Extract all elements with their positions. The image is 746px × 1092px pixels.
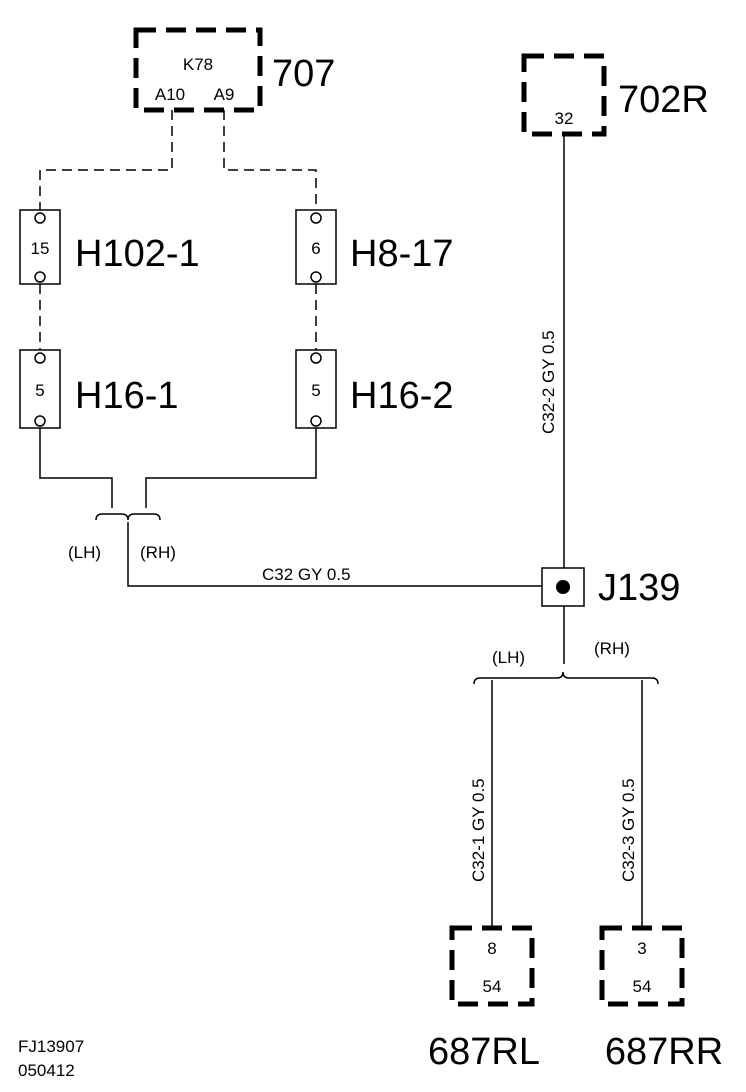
connector-h16-1-pin: 5 — [35, 381, 44, 400]
wire-c32-3-label: C32-3 GY 0.5 — [619, 778, 638, 882]
connector-h8-17[interactable]: 6 H8-17 — [295, 209, 454, 285]
component-687rl-label: 687RL — [428, 1031, 540, 1073]
splice-j139-label: J139 — [598, 567, 680, 609]
connector-h16-2-pin: 5 — [311, 381, 320, 400]
pin-hole — [310, 271, 322, 283]
component-687rl-box — [449, 925, 535, 1007]
component-687rr-pin-bottom: 54 — [633, 977, 652, 996]
wire-h16-2-down — [145, 428, 317, 508]
connector-h16-2-label: H16-2 — [350, 375, 454, 417]
component-687rr[interactable]: 3 54 687RR — [599, 925, 723, 1073]
wire-h16-1-down — [39, 428, 113, 508]
connector-h102-1[interactable]: 15 H102-1 — [19, 209, 200, 285]
component-707-box — [133, 27, 263, 113]
component-707-label: 707 — [272, 53, 335, 95]
component-687rl-pin-top: 8 — [487, 939, 496, 958]
component-687rr-box — [599, 925, 685, 1007]
branch-brace-right — [473, 671, 659, 685]
figure-date-code: 050412 — [18, 1061, 75, 1080]
component-702r-box — [521, 53, 607, 137]
connector-h16-1-label: H16-1 — [75, 375, 179, 417]
dashed-wire-a10 — [39, 110, 173, 210]
branch-label-left-rh: (RH) — [140, 543, 176, 562]
pin-hole — [34, 415, 46, 427]
branch-label-right-lh: (LH) — [492, 648, 525, 667]
component-707-pin-a9: A9 — [214, 85, 235, 104]
splice-node-dot — [556, 580, 570, 594]
branch-label-right-rh: (RH) — [594, 639, 630, 658]
component-687rl-pin-bottom: 54 — [483, 977, 502, 996]
component-707-name: K78 — [183, 55, 213, 74]
dashed-wire-a9 — [223, 110, 317, 210]
component-707[interactable]: K78 A10 A9 707 — [133, 27, 335, 113]
pin-hole — [310, 212, 322, 224]
connector-h8-17-pin: 6 — [311, 239, 320, 258]
pin-hole — [34, 352, 46, 364]
figure-ref-code: FJ13907 — [18, 1037, 84, 1056]
splice-j139[interactable]: J139 — [541, 567, 680, 609]
pin-hole — [34, 271, 46, 283]
connector-h102-1-pin: 15 — [31, 239, 50, 258]
connector-h16-1[interactable]: 5 H16-1 — [19, 349, 179, 429]
pin-hole — [34, 212, 46, 224]
component-707-pin-a10: A10 — [155, 85, 185, 104]
component-702r-label: 702R — [618, 79, 709, 121]
wire-c32-1-label: C32-1 GY 0.5 — [469, 778, 488, 882]
component-702r-pin: 32 — [555, 109, 574, 128]
connector-h102-1-label: H102-1 — [75, 233, 200, 275]
component-702r[interactable]: 32 702R — [521, 53, 709, 137]
component-687rr-label: 687RR — [605, 1031, 723, 1073]
wire-c32-label: C32 GY 0.5 — [262, 565, 351, 584]
branch-brace-left — [95, 513, 161, 521]
wire-c32-2-label: C32-2 GY 0.5 — [539, 330, 558, 434]
pin-hole — [310, 352, 322, 364]
component-687rr-pin-top: 3 — [637, 939, 646, 958]
branch-label-left-lh: (LH) — [68, 543, 101, 562]
connector-h16-2[interactable]: 5 H16-2 — [295, 349, 454, 429]
component-687rl[interactable]: 8 54 687RL — [428, 925, 540, 1073]
connector-h8-17-label: H8-17 — [350, 233, 454, 275]
pin-hole — [310, 415, 322, 427]
wire-c32[interactable] — [127, 522, 542, 587]
